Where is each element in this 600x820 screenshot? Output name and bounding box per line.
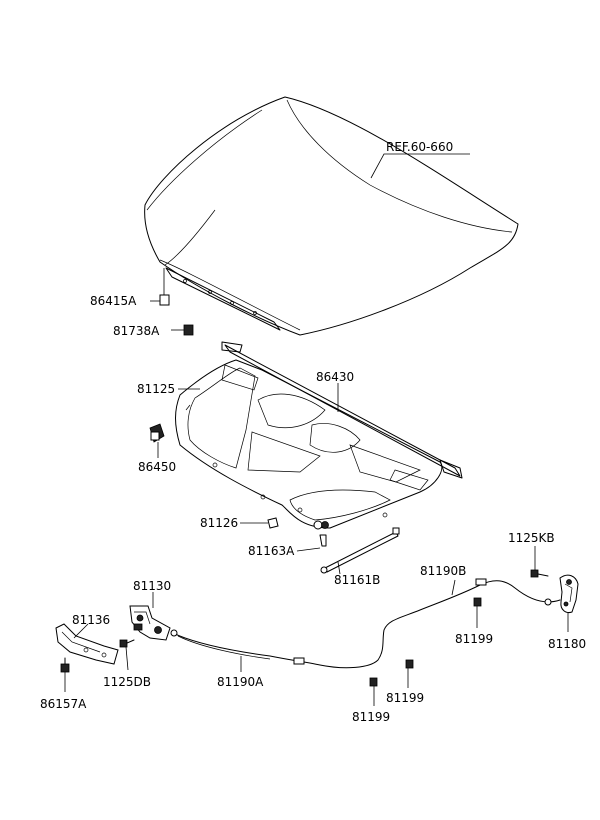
label-81199-a: 81199 bbox=[455, 632, 493, 646]
part-81199-a: 81199 bbox=[455, 597, 493, 646]
part-81199-b: 81199 bbox=[386, 659, 424, 705]
part-81136: 81136 bbox=[55, 613, 119, 665]
label-81136: 81136 bbox=[72, 613, 110, 627]
label-81126: 81126 bbox=[200, 516, 238, 530]
label-81180: 81180 bbox=[548, 637, 586, 651]
release-cable bbox=[170, 578, 561, 669]
part-81126: 81126 bbox=[200, 516, 279, 530]
label-81199-c: 81199 bbox=[352, 710, 390, 724]
part-81163A: 81163A bbox=[248, 520, 329, 558]
label-81190A: 81190A bbox=[217, 675, 264, 689]
label-1125DB: 1125DB bbox=[103, 675, 151, 689]
part-86157A: 86157A bbox=[40, 657, 87, 711]
callout-81125: 81125 bbox=[137, 382, 200, 396]
label-86415A: 86415A bbox=[90, 294, 137, 308]
label-81190B: 81190B bbox=[420, 564, 466, 578]
label-81130: 81130 bbox=[133, 579, 171, 593]
part-81738A: 81738A bbox=[113, 324, 194, 338]
part-81130: 81130 bbox=[129, 579, 171, 641]
part-1125KB: 1125KB bbox=[508, 531, 555, 578]
label-81738A: 81738A bbox=[113, 324, 160, 338]
label-81161B: 81161B bbox=[334, 573, 380, 587]
hood-weatherstrip: 86430 bbox=[221, 341, 463, 479]
hood-insulator-pad bbox=[175, 359, 443, 529]
part-81180: 81180 bbox=[548, 574, 586, 651]
label-86430: 86430 bbox=[316, 370, 354, 384]
part-81199-c: 81199 bbox=[352, 677, 390, 724]
label-81125: 81125 bbox=[137, 382, 175, 396]
label-86157A: 86157A bbox=[40, 697, 87, 711]
part-81161B: 81161B bbox=[320, 527, 400, 587]
hood-panel bbox=[144, 96, 519, 336]
part-86450: 86450 bbox=[138, 423, 176, 474]
label-81163A: 81163A bbox=[248, 544, 295, 558]
label-86450: 86450 bbox=[138, 460, 176, 474]
label-1125KB: 1125KB bbox=[508, 531, 555, 545]
part-1125DB: 1125DB bbox=[103, 639, 151, 689]
callout-81190A: 81190A bbox=[217, 656, 264, 689]
part-86415A: 86415A bbox=[90, 268, 170, 308]
ref-callout: REF.60-660 bbox=[370, 140, 470, 179]
callout-81190B: 81190B bbox=[420, 564, 466, 596]
label-81199-b: 81199 bbox=[386, 691, 424, 705]
ref-label: REF.60-660 bbox=[386, 140, 453, 154]
